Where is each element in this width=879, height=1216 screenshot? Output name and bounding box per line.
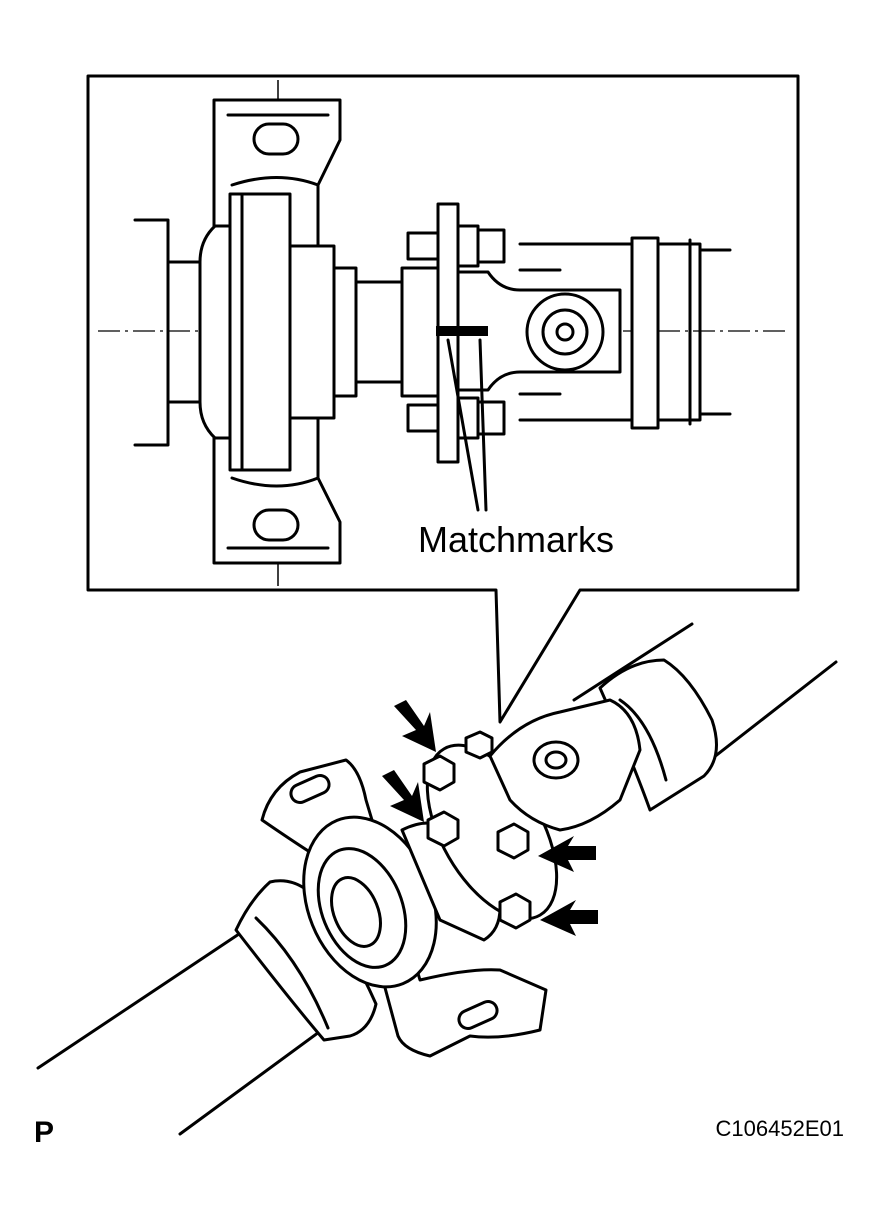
detail-callout: Matchmarks — [86, 74, 800, 724]
matchmarks-label: Matchmarks — [418, 519, 614, 560]
rear-shaft-tube-edge — [572, 622, 694, 702]
arrow-icon — [394, 700, 436, 752]
leader-line — [478, 338, 488, 512]
arrow-icon — [540, 900, 598, 936]
figure-code: C106452E01 — [716, 1116, 844, 1141]
rear-shaft-tube-edge — [698, 660, 838, 770]
leader-line — [446, 338, 480, 512]
arrow-icon — [538, 836, 596, 872]
perspective-nuts — [422, 730, 532, 930]
flange-nut — [476, 228, 506, 264]
arrow-icon — [382, 770, 424, 822]
flange-bolt-head — [406, 231, 440, 261]
callout-frame — [86, 74, 800, 724]
bracket-slot — [289, 774, 331, 804]
flange-nut — [456, 224, 480, 268]
matchmark-bar — [436, 326, 488, 336]
corner-mark: P — [34, 1116, 54, 1149]
center-bearing — [198, 192, 404, 472]
bracket-slot — [457, 1000, 499, 1030]
front-shaft-tube-edge — [36, 922, 256, 1070]
matchmark-indicators — [436, 326, 488, 512]
perspective-view — [36, 622, 838, 1136]
upper-mounting-slot — [252, 122, 300, 156]
left-shaft-stub — [133, 218, 210, 447]
universal-joint — [456, 236, 732, 430]
lower-mounting-slot — [252, 508, 300, 542]
flange-bolt-head — [406, 403, 440, 433]
bolt-arrows — [382, 700, 598, 936]
